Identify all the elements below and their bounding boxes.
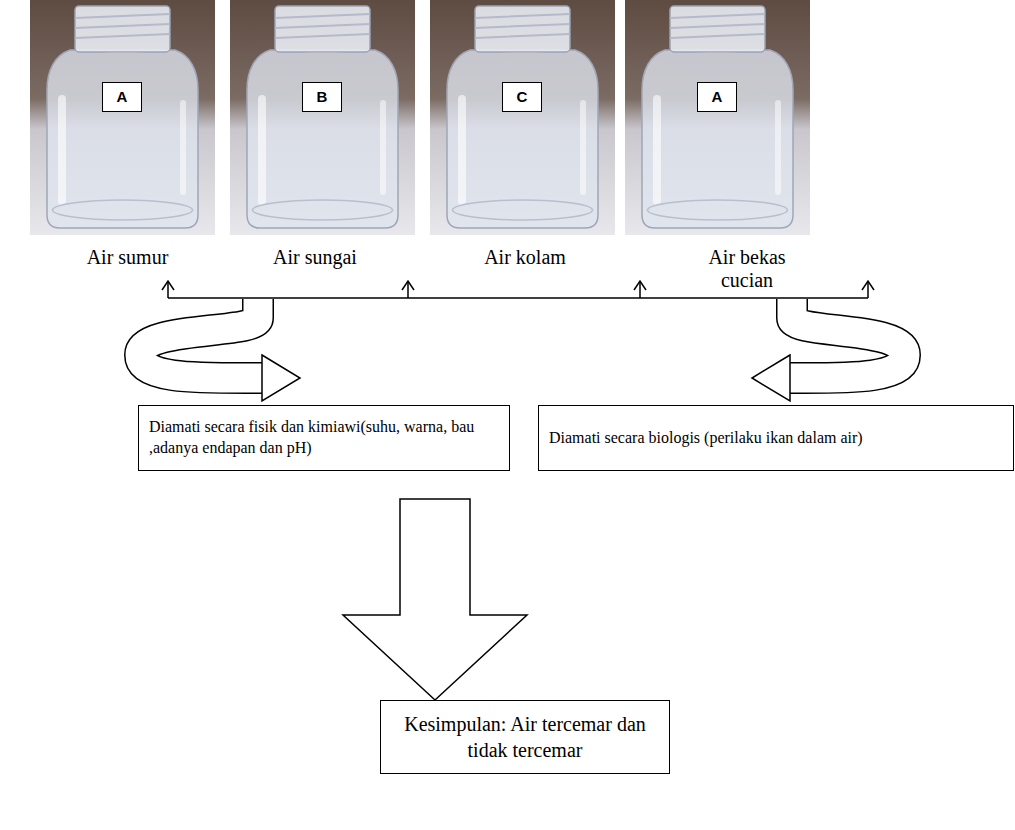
jar-photo bbox=[230, 0, 415, 235]
jar-photo bbox=[625, 0, 810, 235]
box-text: A bbox=[117, 87, 128, 107]
jar-photo bbox=[430, 0, 615, 235]
result-box: Kesimpulan: Air tercemar dan tidak terce… bbox=[380, 700, 670, 774]
block-arrow bbox=[435, 499, 527, 700]
jar-photo bbox=[30, 0, 215, 235]
box-text: A bbox=[712, 87, 723, 107]
box-text: Diamati secara fisik dan kimiawi(suhu, w… bbox=[149, 417, 499, 459]
box-text: C bbox=[517, 87, 528, 107]
sample-caption: Air kolam bbox=[460, 246, 590, 269]
block-arrow bbox=[343, 499, 435, 700]
process-box: Diamati secara fisik dan kimiawi(suhu, w… bbox=[138, 405, 510, 471]
jar-label: A bbox=[102, 82, 142, 112]
jar-label: C bbox=[502, 82, 542, 112]
process-box: Diamati secara biologis (perilaku ikan d… bbox=[538, 405, 1014, 471]
box-text: Diamati secara biologis (perilaku ikan d… bbox=[549, 428, 863, 449]
sample-caption: Air bekas cucian bbox=[688, 246, 806, 292]
curved-arrow bbox=[140, 299, 300, 401]
sample-caption: Air sungai bbox=[250, 246, 380, 269]
jar-label: A bbox=[697, 82, 737, 112]
curved-arrow bbox=[752, 299, 905, 401]
box-text: Kesimpulan: Air tercemar dan tidak terce… bbox=[391, 711, 659, 763]
sample-caption: Air sumur bbox=[65, 246, 190, 269]
box-text: B bbox=[317, 87, 328, 107]
jar-label: B bbox=[302, 82, 342, 112]
